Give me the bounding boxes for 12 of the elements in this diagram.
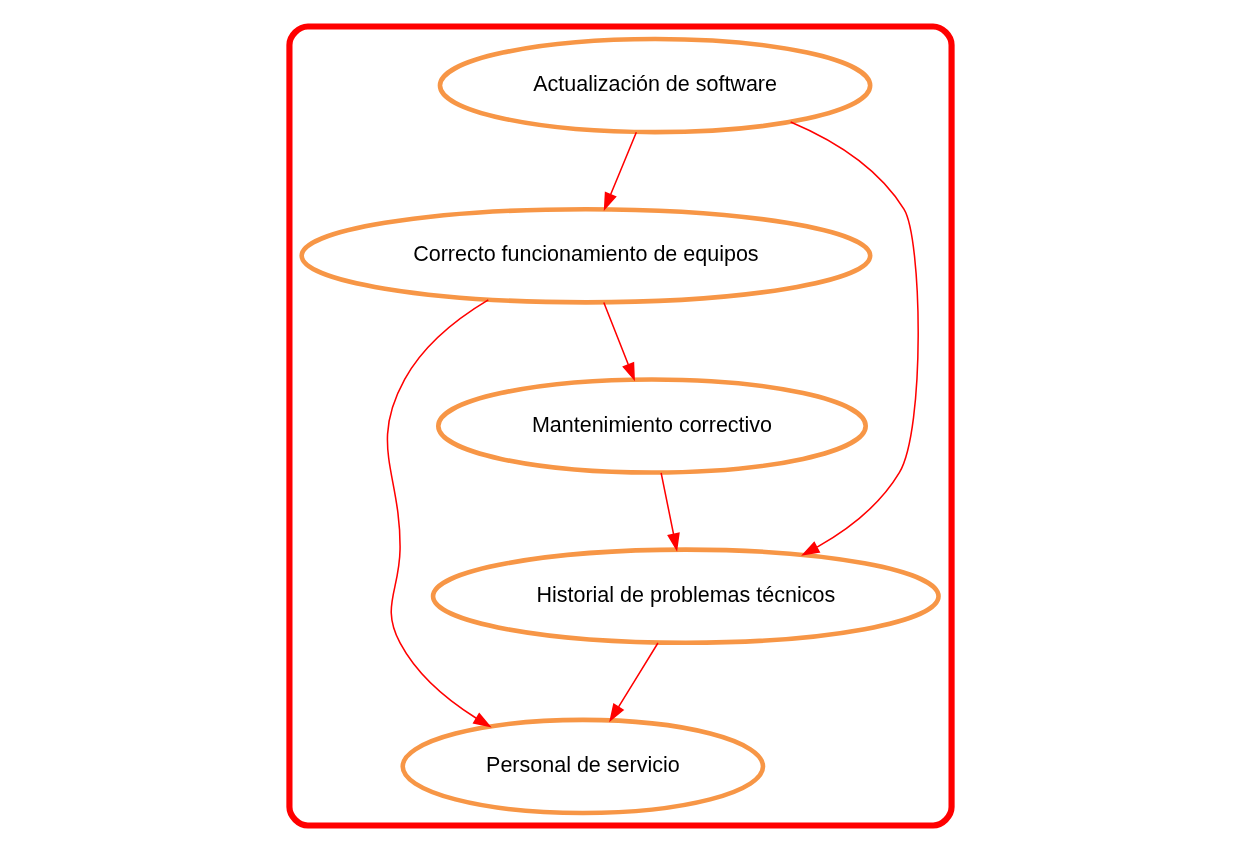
node-ellipse: Historial de problemas técnicos (430, 547, 941, 646)
arrow (789, 121, 919, 556)
node-ellipse: Actualización de software (437, 36, 872, 135)
cluster (285, 23, 955, 829)
arrow (602, 301, 635, 382)
node-ellipse: Correcto funcionamiento de equipos (298, 206, 872, 305)
node-ellipse: Personal de servicio (399, 717, 765, 816)
arrow (608, 642, 659, 723)
arrow (386, 299, 492, 728)
arrow (659, 472, 680, 552)
arrow (603, 131, 637, 212)
node-ellipse: Mantenimiento correctivo (435, 377, 868, 475)
